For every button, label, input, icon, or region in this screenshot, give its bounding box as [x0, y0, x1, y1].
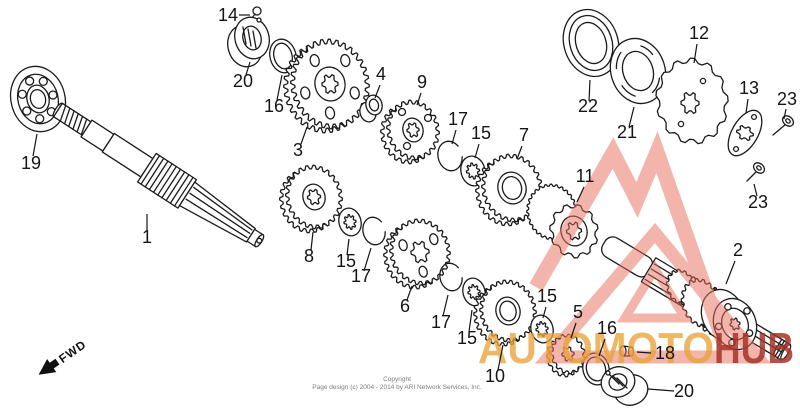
part-4-collar: [359, 94, 383, 123]
part-callout-8[interactable]: 8: [304, 246, 314, 266]
part-21-bearing: [609, 37, 667, 105]
part-callout-4[interactable]: 4: [376, 64, 386, 84]
part-callout-19[interactable]: 19: [21, 153, 41, 173]
part-callout-15[interactable]: 15: [471, 123, 491, 143]
part-callout-23[interactable]: 23: [777, 89, 797, 109]
part-callout-20[interactable]: 20: [674, 381, 694, 401]
part-callout-15[interactable]: 15: [537, 286, 557, 306]
part-callout-15[interactable]: 15: [336, 251, 356, 271]
part-17-snap-ring: [439, 262, 463, 292]
part-callout-22[interactable]: 22: [578, 96, 598, 116]
part-6-gear: [383, 218, 451, 290]
part-callout-13[interactable]: 13: [739, 78, 759, 98]
fwd-indicator: FWD: [38, 337, 89, 375]
part-callout-1[interactable]: 1: [142, 227, 152, 247]
part-callout-2[interactable]: 2: [733, 240, 743, 260]
watermark-triangle-outer: [534, 222, 771, 364]
part-callout-6[interactable]: 6: [400, 296, 410, 316]
part-callout-23[interactable]: 23: [748, 192, 768, 212]
part-15-spline-washer: [530, 314, 554, 344]
part-callout-9[interactable]: 9: [417, 72, 427, 92]
part-callout-17[interactable]: 17: [448, 109, 468, 129]
part-23-bolt: [746, 162, 766, 182]
footer-copyright-line1: Copyright: [383, 376, 411, 383]
part-callout-14[interactable]: 14: [218, 5, 238, 25]
part-callout-3[interactable]: 3: [293, 140, 303, 160]
part-callout-12[interactable]: 12: [689, 23, 709, 43]
part-20-needle-bearing: [227, 16, 270, 68]
part-callout-21[interactable]: 21: [617, 122, 637, 142]
part-15-spline-washer: [338, 207, 362, 237]
part-callout-10[interactable]: 10: [485, 366, 505, 386]
watermark-triangles-logo: [529, 131, 771, 364]
diagram-line-art: [9, 6, 795, 406]
watermark-brand-prefix: AUTOMOTO: [478, 324, 714, 373]
part-13-setting-plate: [727, 109, 763, 157]
part-callout-15[interactable]: 15: [457, 328, 477, 348]
part-9-gear: [380, 99, 440, 165]
part-callout-7[interactable]: 7: [519, 125, 529, 145]
watermark-triangle-inner: [616, 260, 694, 323]
part-callout-17[interactable]: 17: [351, 266, 371, 286]
part-callout-5[interactable]: 5: [573, 302, 583, 322]
part-22-oil-seal: [562, 8, 620, 78]
part-callout-17[interactable]: 17: [431, 312, 451, 332]
part-callout-18[interactable]: 18: [655, 343, 675, 363]
part-8-gear: [279, 164, 343, 234]
watermark-m-shape: [529, 131, 737, 360]
part-19-ball-bearing: [9, 65, 67, 133]
part-12-sprocket: [655, 57, 729, 145]
part-callout-16[interactable]: 16: [597, 318, 617, 338]
fwd-arrow-shaft: [48, 358, 60, 370]
watermark-brand-suffix: HUB: [714, 324, 794, 373]
footer-copyright-line2: Page design (c) 2004 - 2014 by ARI Netwo…: [312, 384, 482, 391]
fwd-arrow-icon: [38, 359, 57, 375]
fwd-label: FWD: [56, 337, 89, 366]
part-17-snap-ring: [437, 140, 463, 172]
part-1-countershaft: [52, 102, 265, 248]
part-3-gear: [283, 38, 370, 134]
part-callout-16[interactable]: 16: [264, 96, 284, 116]
part-callout-20[interactable]: 20: [233, 71, 253, 91]
part-23-bolt: [772, 115, 795, 136]
part-15-spline-washer: [460, 155, 486, 187]
part-10-gear: [473, 279, 537, 347]
part-20-needle-bearing: [600, 366, 649, 406]
part-17-snap-ring: [362, 216, 386, 246]
part-callout-11[interactable]: 11: [576, 166, 595, 186]
